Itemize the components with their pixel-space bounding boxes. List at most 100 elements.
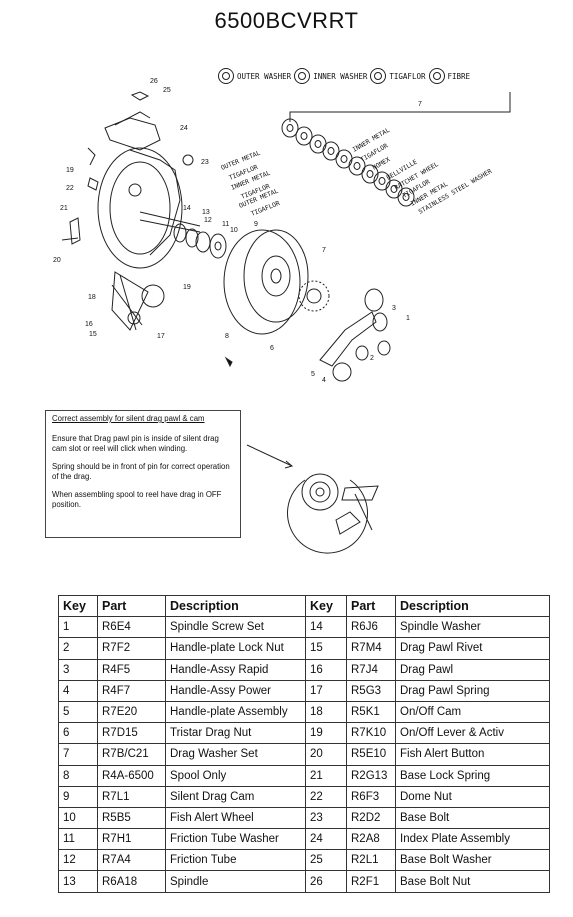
cell-description: Index Plate Assembly: [395, 828, 550, 851]
callout-label: 26: [150, 78, 158, 85]
cell-part: R5G3: [346, 679, 396, 702]
legend-outer-washer: OUTER WASHER: [218, 68, 291, 84]
callout-label: 5: [311, 371, 315, 378]
cell-part: R2L1: [346, 849, 396, 872]
page-title: 6500BCVRRT: [214, 8, 359, 33]
cell-key: 15: [305, 637, 347, 660]
cell-description: Base Bolt Washer: [395, 849, 550, 872]
cell-key: 1: [58, 616, 98, 639]
callout-label: 8: [225, 333, 229, 340]
legend-fibre: FIBRE: [428, 68, 470, 84]
cell-description: Base Bolt Nut: [395, 870, 550, 893]
screw-icon: [224, 356, 233, 368]
cell-description: Handle-plate Lock Nut: [165, 637, 306, 660]
cell-part: R6F3: [346, 785, 396, 808]
cell-key: 17: [305, 679, 347, 702]
callout-label: 19: [183, 284, 191, 291]
cell-description: Friction Tube Washer: [165, 828, 306, 851]
cell-key: 3: [58, 658, 98, 681]
callout-label: 7: [418, 101, 422, 108]
callout-label: 17: [157, 333, 165, 340]
cell-part: R2D2: [346, 806, 396, 830]
cell-description: Handle-Assy Rapid: [165, 658, 306, 681]
cell-part: R7E20: [97, 700, 166, 724]
outer-washer-icon: [218, 68, 234, 84]
legend-inner-washer: INNER WASHER: [294, 68, 367, 84]
cell-key: 25: [305, 849, 347, 872]
col-header-part: Part: [97, 594, 166, 618]
cell-part: R7B/C21: [97, 743, 166, 766]
cell-key: 22: [305, 785, 347, 808]
legend-tigaflor: TIGAFLOR: [370, 68, 426, 84]
cell-description: On/Off Cam: [395, 700, 550, 724]
cell-key: 19: [305, 722, 347, 745]
callout-label: 19: [66, 167, 74, 174]
washer-label: NOMEX: [372, 156, 392, 172]
cell-part: R7M4: [346, 637, 396, 660]
cell-key: 11: [58, 828, 98, 851]
cell-part: R7K10: [346, 722, 396, 745]
cell-description: Friction Tube: [165, 849, 306, 872]
washer-legend: OUTER WASHER INNER WASHER TIGAFLOR FIBRE: [218, 68, 473, 84]
cell-description: Fish Alert Wheel: [165, 806, 306, 830]
cell-part: R6A18: [97, 870, 166, 893]
inner-washer-icon: [294, 68, 311, 84]
cell-part: R5B5: [97, 806, 166, 830]
cell-key: 20: [305, 743, 347, 766]
legend-label: INNER WASHER: [313, 71, 368, 81]
col-header-description: Description: [395, 594, 550, 618]
cell-key: 23: [305, 806, 347, 830]
cell-description: Spindle Screw Set: [165, 616, 306, 639]
cell-part: R6E4: [97, 616, 166, 639]
cell-description: Spindle: [165, 870, 306, 893]
note-heading: Correct assembly for silent drag pawl & …: [52, 414, 205, 423]
note-paragraph: When assembling spool to reel have drag …: [52, 489, 222, 510]
callout-label: 23: [201, 159, 209, 166]
callout-label: 24: [180, 125, 188, 132]
cell-description: Silent Drag Cam: [165, 785, 306, 808]
silent-drag-cam-detail: [246, 444, 379, 554]
cell-key: 16: [305, 658, 347, 681]
cell-key: 21: [305, 764, 347, 787]
cell-description: Base Lock Spring: [395, 764, 550, 787]
exploded-view-diagram: 7 OUTER METAL TIGAFLOR INNER METAL TIGAF…: [53, 78, 511, 554]
cell-part: R2G13: [346, 764, 396, 787]
tigaflor-icon: [370, 68, 387, 84]
callout-label: 25: [163, 87, 171, 94]
table-header-row: Key Part Description Key Part Descriptio…: [58, 594, 550, 618]
cell-part: R4F7: [97, 679, 166, 702]
cell-part: R2F1: [346, 870, 396, 893]
cell-part: R5K1: [346, 700, 396, 724]
cell-part: R7J4: [346, 658, 396, 681]
washer-stack: [281, 118, 415, 207]
cell-key: 14: [305, 616, 347, 639]
callout-label: 12: [204, 217, 212, 224]
col-header-key: Key: [58, 594, 98, 618]
cell-key: 10: [58, 806, 98, 830]
cell-key: 6: [58, 722, 98, 745]
handle-plate: [319, 288, 391, 382]
cell-description: Dome Nut: [395, 785, 550, 808]
cell-key: 18: [305, 700, 347, 724]
cell-key: 5: [58, 700, 98, 724]
cell-description: On/Off Lever & Activ: [395, 722, 550, 745]
legend-label: OUTER WASHER: [237, 71, 292, 81]
callout-label: 2: [370, 355, 374, 362]
cell-description: Handle-plate Assembly: [165, 700, 306, 724]
callout-label: 13: [202, 209, 210, 216]
col-header-description: Description: [165, 594, 306, 618]
note-paragraph: Spring should be in front of pin for cor…: [52, 461, 230, 482]
cell-description: Drag Pawl Rivet: [395, 637, 550, 660]
reel-frame: [61, 91, 201, 269]
parts-table: Key Part Description Key Part Descriptio…: [58, 594, 550, 893]
cell-description: Spindle Washer: [395, 616, 550, 639]
spindle-parts: [173, 223, 227, 259]
